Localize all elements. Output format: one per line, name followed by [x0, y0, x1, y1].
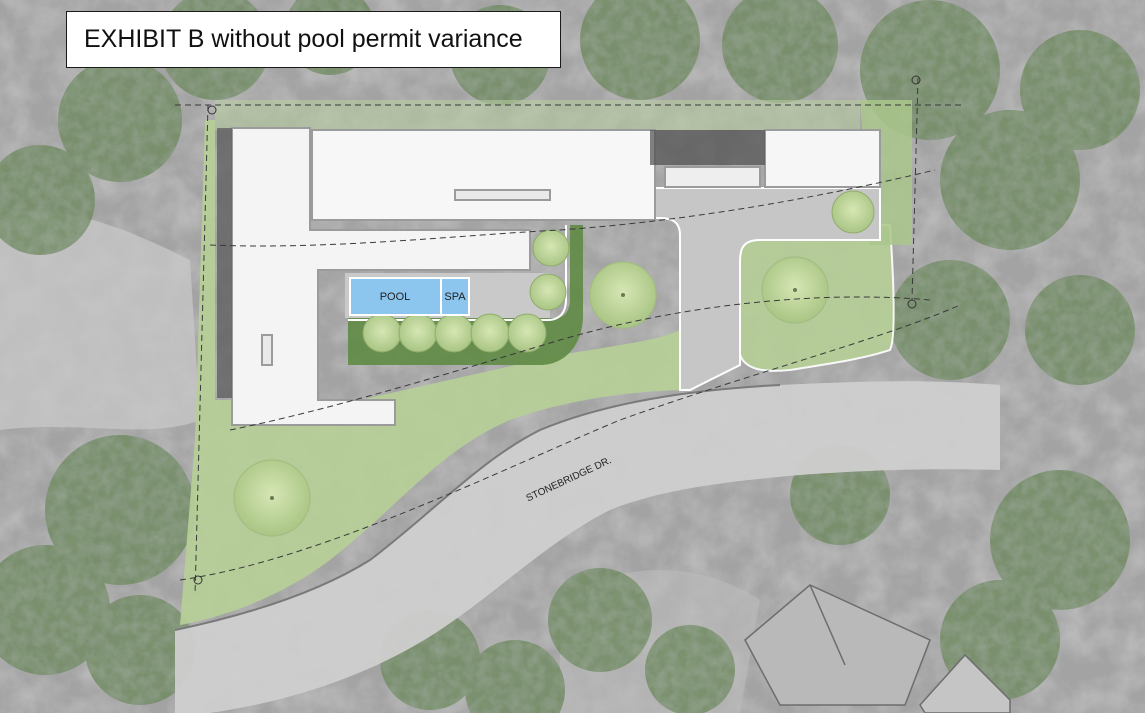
house-roof: [231, 127, 881, 426]
neighbor-roof: [744, 584, 1011, 713]
exhibit-title: EXHIBIT B without pool permit variance: [84, 25, 523, 53]
stonebridge-drive-road: [174, 381, 1000, 713]
survey-markers: [193, 75, 921, 585]
bare-ground: [0, 211, 200, 430]
building-shadow: [650, 130, 765, 165]
spa-label: SPA: [444, 291, 466, 303]
house-shadow: [217, 128, 232, 398]
pool: POOL SPA: [349, 277, 470, 316]
exhibit-title-box: EXHIBIT B without pool permit variance: [66, 11, 561, 68]
property-lines: [175, 77, 965, 596]
ornamental-shrubs: [362, 190, 875, 353]
pool-label: POOL: [380, 291, 411, 303]
